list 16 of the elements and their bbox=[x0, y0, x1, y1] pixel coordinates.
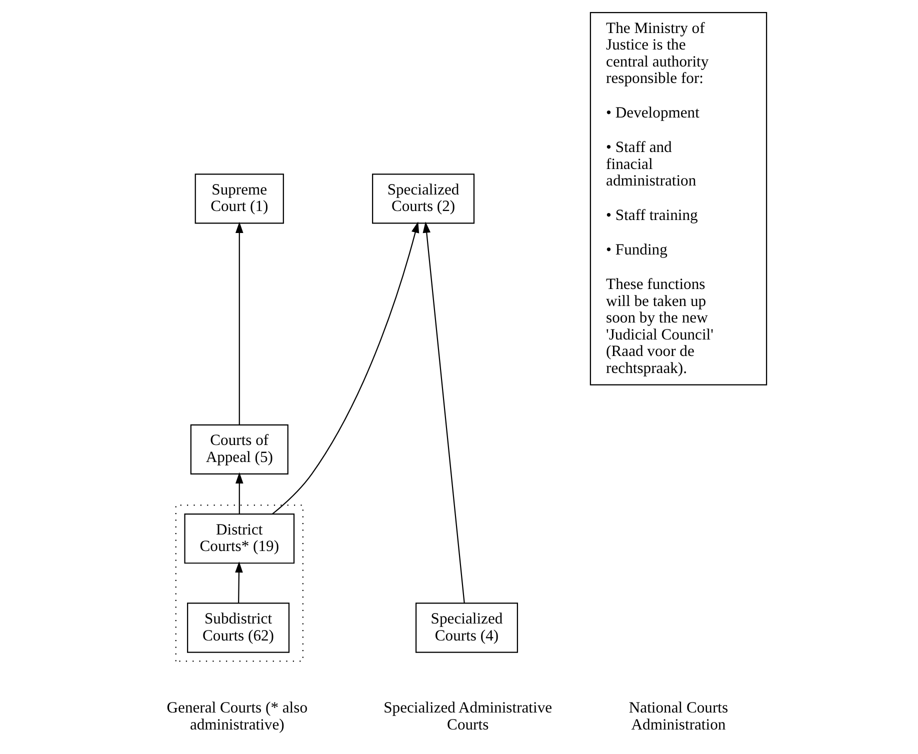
arrow bbox=[422, 222, 464, 604]
arrow bbox=[234, 222, 243, 424]
label: Specialized Administrative Courts bbox=[383, 700, 552, 734]
arrow bbox=[272, 222, 419, 514]
node-box: Subdistrict Courts (62) bbox=[186, 602, 290, 653]
arrow bbox=[234, 561, 242, 603]
label: General Courts (* also administrative) bbox=[166, 700, 308, 734]
arrow bbox=[234, 472, 243, 514]
node-box: Supreme Court (1) bbox=[194, 174, 284, 224]
cluster bbox=[174, 504, 303, 662]
node-box: Specialized Courts (4) bbox=[414, 602, 518, 653]
node-box: District Courts* (19) bbox=[184, 514, 294, 564]
node-box: Courts of Appeal (5) bbox=[190, 424, 288, 475]
node-box: Specialized Courts (2) bbox=[372, 174, 474, 224]
node-box: The Ministry of Justice is the central authority responsible for: • Development • Staff and finacial administration • Staff training • Funding These functions will be taken up soon by the new 'Judicial Council' (Raad voor de rechtspraak). bbox=[589, 12, 767, 386]
label: National Courts Administration bbox=[628, 700, 728, 734]
